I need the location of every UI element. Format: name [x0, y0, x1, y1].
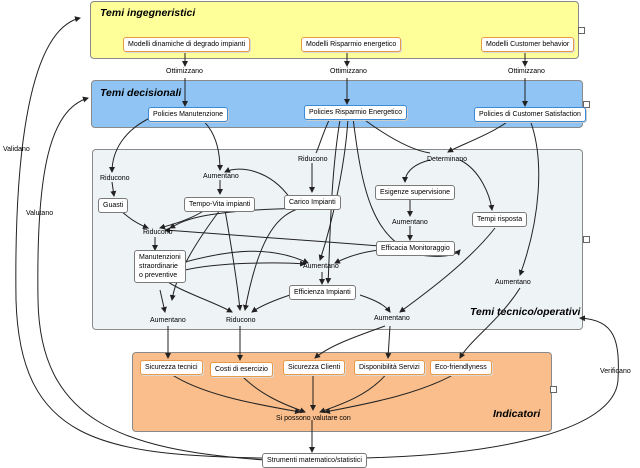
- collapse-marker-indicatori[interactable]: [550, 386, 557, 393]
- node-carico-impianti[interactable]: Carico Impianti: [284, 195, 341, 210]
- node-policies-manutenzione[interactable]: Policies Manutenzione: [148, 107, 229, 122]
- label-valutano: Valutano: [26, 210, 54, 217]
- label-ottimizzano-3: Ottimizzano: [508, 68, 545, 75]
- collapse-marker-tecnico[interactable]: [583, 236, 590, 243]
- node-modelli-risparmio[interactable]: Modelli Risparmio energetico: [301, 37, 402, 52]
- label-aumentano-5: Aumentano: [150, 317, 186, 324]
- node-esigenze-supervisione[interactable]: Esigenze supervisione: [375, 185, 456, 200]
- node-policies-risparmio[interactable]: Policies Risparmio Energetico: [304, 105, 407, 120]
- label-aumentano-1: Aumentano: [203, 173, 239, 180]
- label-determinano: Determinano: [427, 156, 468, 163]
- node-eco-friendlyness[interactable]: Eco-friendlyness: [430, 360, 492, 375]
- node-modelli-customer[interactable]: Modelli Customer behavior: [481, 37, 575, 52]
- node-modelli-degrado[interactable]: Modelli dinamiche di degrado impianti: [123, 37, 251, 52]
- label-riducono-3: Riducono: [143, 229, 173, 236]
- title-indicatori: Indicatori: [493, 408, 541, 420]
- label-riducono-1: Riducono: [298, 156, 328, 163]
- node-tempi-risposta[interactable]: Tempi risposta: [472, 212, 528, 227]
- title-temi-decisionali: Temi decisionali: [100, 87, 182, 99]
- node-disponibilita-servizi[interactable]: Disponibilità Servizi: [354, 360, 425, 375]
- collapse-marker-ingegneristici[interactable]: [578, 27, 585, 34]
- node-sicurezza-tecnici[interactable]: Sicurezza tecnici: [140, 360, 203, 375]
- label-riducono-2: Riducono: [100, 175, 130, 182]
- node-costi-esercizio[interactable]: Costi di esercizio: [210, 362, 273, 377]
- label-aumentano-2: Aumentano: [392, 219, 428, 226]
- label-ottimizzano-1: Ottimizzano: [166, 68, 203, 75]
- node-sicurezza-clienti[interactable]: Sicurezza Clienti: [283, 360, 346, 375]
- label-riducono-4: Riducono: [226, 317, 256, 324]
- label-si-possono-valutare-con: Si possono valutare con: [276, 415, 351, 422]
- label-validano: Validano: [3, 146, 30, 153]
- node-efficienza-impianti[interactable]: Efficienza Impianti: [289, 285, 356, 300]
- label-aumentano-3: Aumentano: [303, 263, 339, 270]
- label-aumentano-4: Aumentano: [495, 279, 531, 286]
- title-temi-tecnico-operativi: Temi tecnico/operativi: [470, 306, 581, 318]
- label-verificano: Verificano: [600, 368, 631, 375]
- collapse-marker-decisionali[interactable]: [583, 101, 590, 108]
- title-temi-ingegneristici: Temi ingegneristici: [100, 7, 196, 19]
- node-manutenzioni[interactable]: Manutenzioni straordinarie o preventive: [134, 250, 186, 283]
- node-tempo-vita[interactable]: Tempo-Vita impianti: [184, 197, 256, 212]
- label-ottimizzano-2: Ottimizzano: [330, 68, 367, 75]
- label-aumentano-6: Aumentano: [374, 315, 410, 322]
- node-policies-customer[interactable]: Policies di Customer Satisfaction: [474, 107, 586, 122]
- node-efficacia-monitoraggio[interactable]: Efficacia Monitoraggio: [376, 241, 455, 256]
- node-guasti[interactable]: Guasti: [98, 198, 129, 213]
